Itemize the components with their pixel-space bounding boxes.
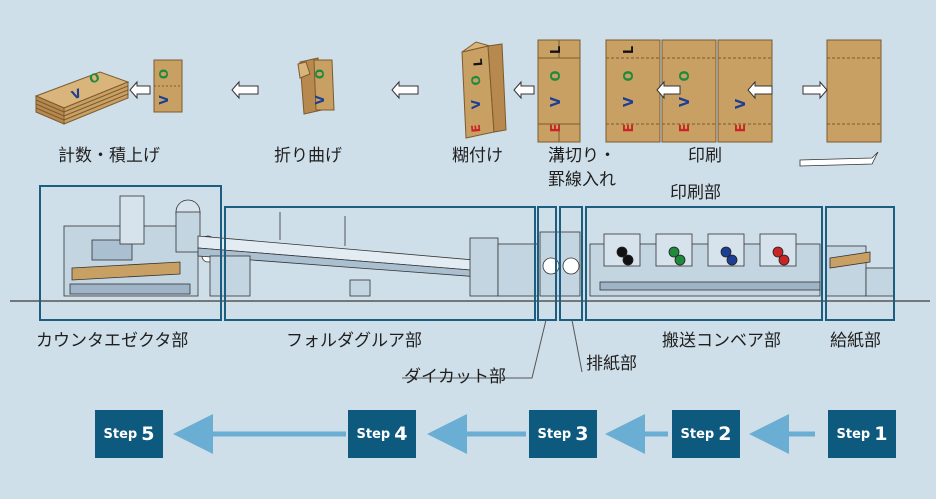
box-letter: V xyxy=(157,95,171,105)
frame-folder-gluer xyxy=(224,206,536,321)
label-printing-unit: 印刷部 xyxy=(670,183,721,203)
box-letter: V xyxy=(469,98,484,109)
stacked-bundle: V O xyxy=(34,70,130,125)
frame-feeding xyxy=(825,206,895,321)
step-number: 2 xyxy=(718,423,732,445)
box-letter: O xyxy=(469,75,484,86)
box-letter: O xyxy=(157,69,171,79)
label-transfer-conveyor: 搬送コンベア部 xyxy=(662,331,781,351)
box-letter: V xyxy=(678,97,693,107)
label-slotting-line2: 罫線入れ xyxy=(548,170,616,190)
label-slotting-line1: 溝切り・ xyxy=(548,146,616,166)
box-letter: L xyxy=(471,58,486,67)
label-printing: 印刷 xyxy=(688,146,722,166)
box-letter: O xyxy=(678,70,693,81)
box-letter: V xyxy=(622,97,637,107)
label-counting: 計数・積上げ xyxy=(58,146,160,166)
frame-die-cut xyxy=(537,206,557,321)
section-frames xyxy=(39,185,895,321)
box-letter: O xyxy=(549,70,564,81)
printed-sheet-3: L O V E xyxy=(605,39,661,143)
step-number: 4 xyxy=(394,423,408,445)
step-word: Step xyxy=(356,426,391,442)
box-letter: L xyxy=(549,46,564,54)
folded-box: O V xyxy=(153,59,183,113)
box-letter: V xyxy=(734,99,749,109)
glued-sheet: L O V E xyxy=(461,41,507,139)
ink-rollers xyxy=(616,246,790,266)
label-die-cut: ダイカット部 xyxy=(404,367,506,387)
step-word: Step xyxy=(836,426,871,442)
leader-lines xyxy=(402,319,583,379)
step-number: 3 xyxy=(575,423,589,445)
frame-transfer-conveyor xyxy=(585,206,823,321)
label-folding: 折り曲げ xyxy=(274,146,342,166)
label-feeding: 給紙部 xyxy=(830,331,881,351)
folding-box: O V xyxy=(297,57,335,115)
label-folder-gluer: フォルダグルア部 xyxy=(286,331,422,351)
machine xyxy=(63,195,895,297)
process-arrows xyxy=(129,80,828,100)
slotted-sheet: L O V E xyxy=(537,39,581,143)
box-letter: E xyxy=(549,124,564,133)
label-counter-ejector: カウンタエゼクタ部 xyxy=(36,331,189,351)
label-gluing: 糊付け xyxy=(452,146,503,166)
box-letter: O xyxy=(313,69,327,79)
frame-delivery xyxy=(559,206,583,321)
box-letter: O xyxy=(87,70,102,87)
label-delivery: 排紙部 xyxy=(586,354,637,374)
box-letter: O xyxy=(622,70,637,81)
box-letter: E xyxy=(678,124,693,133)
step-word: Step xyxy=(103,426,138,442)
step-word: Step xyxy=(680,426,715,442)
step-number: 1 xyxy=(874,423,888,445)
box-letter: V xyxy=(313,95,327,105)
sheet-edge xyxy=(799,151,879,167)
box-letter: E xyxy=(469,124,484,133)
box-letter: V xyxy=(549,97,564,107)
box-letter: L xyxy=(622,46,637,54)
step-number: 5 xyxy=(141,423,155,445)
box-letter: E xyxy=(734,124,749,133)
box-letter: E xyxy=(622,124,637,133)
step-word: Step xyxy=(537,426,572,442)
flat-sheet xyxy=(826,39,882,143)
frame-counter-ejector xyxy=(39,185,222,321)
